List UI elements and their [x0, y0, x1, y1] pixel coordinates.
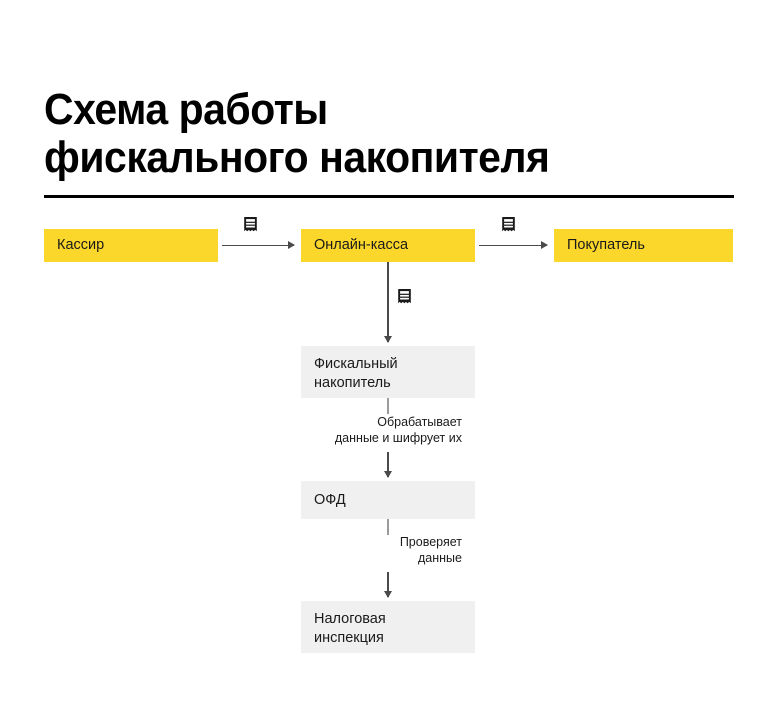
arrow-ofd-to-tax	[387, 572, 389, 597]
node-ofd: ОФД	[301, 481, 475, 519]
node-buyer: Покупатель	[554, 229, 733, 262]
node-tax-inspection-label: Налоговая инспекция	[314, 611, 386, 646]
edge-label-process-data: Обрабатывает данные и шифрует их	[334, 415, 462, 445]
edge-label-verify-data: Проверяет данные	[399, 535, 462, 565]
node-cashier: Кассир	[44, 229, 218, 262]
node-buyer-label: Покупатель	[567, 237, 645, 253]
receipt-icon	[398, 289, 411, 304]
node-fiscal-drive-label: Фискальный накопитель	[314, 356, 398, 391]
page-title: Схема работы фискального накопителя	[44, 85, 550, 183]
title-divider	[44, 195, 734, 198]
connector-ofd-to-label	[387, 519, 389, 535]
arrow-online-cash-to-fiscal-drive	[387, 262, 389, 342]
node-cashier-label: Кассир	[57, 237, 105, 253]
node-tax-inspection: Налоговая инспекция	[301, 601, 475, 653]
node-online-cash: Онлайн-касса	[301, 229, 475, 262]
node-online-cash-label: Онлайн-касса	[314, 237, 409, 253]
arrow-online-cash-to-buyer	[479, 244, 547, 247]
arrow-cashier-to-online-cash	[222, 244, 294, 247]
node-ofd-label: ОФД	[314, 491, 346, 508]
connector-fiscal-drive-to-label	[387, 398, 389, 414]
node-fiscal-drive: Фискальный накопитель	[301, 346, 475, 398]
arrow-fiscal-drive-to-ofd	[387, 452, 389, 477]
receipt-icon	[502, 217, 515, 232]
receipt-icon	[244, 217, 257, 232]
